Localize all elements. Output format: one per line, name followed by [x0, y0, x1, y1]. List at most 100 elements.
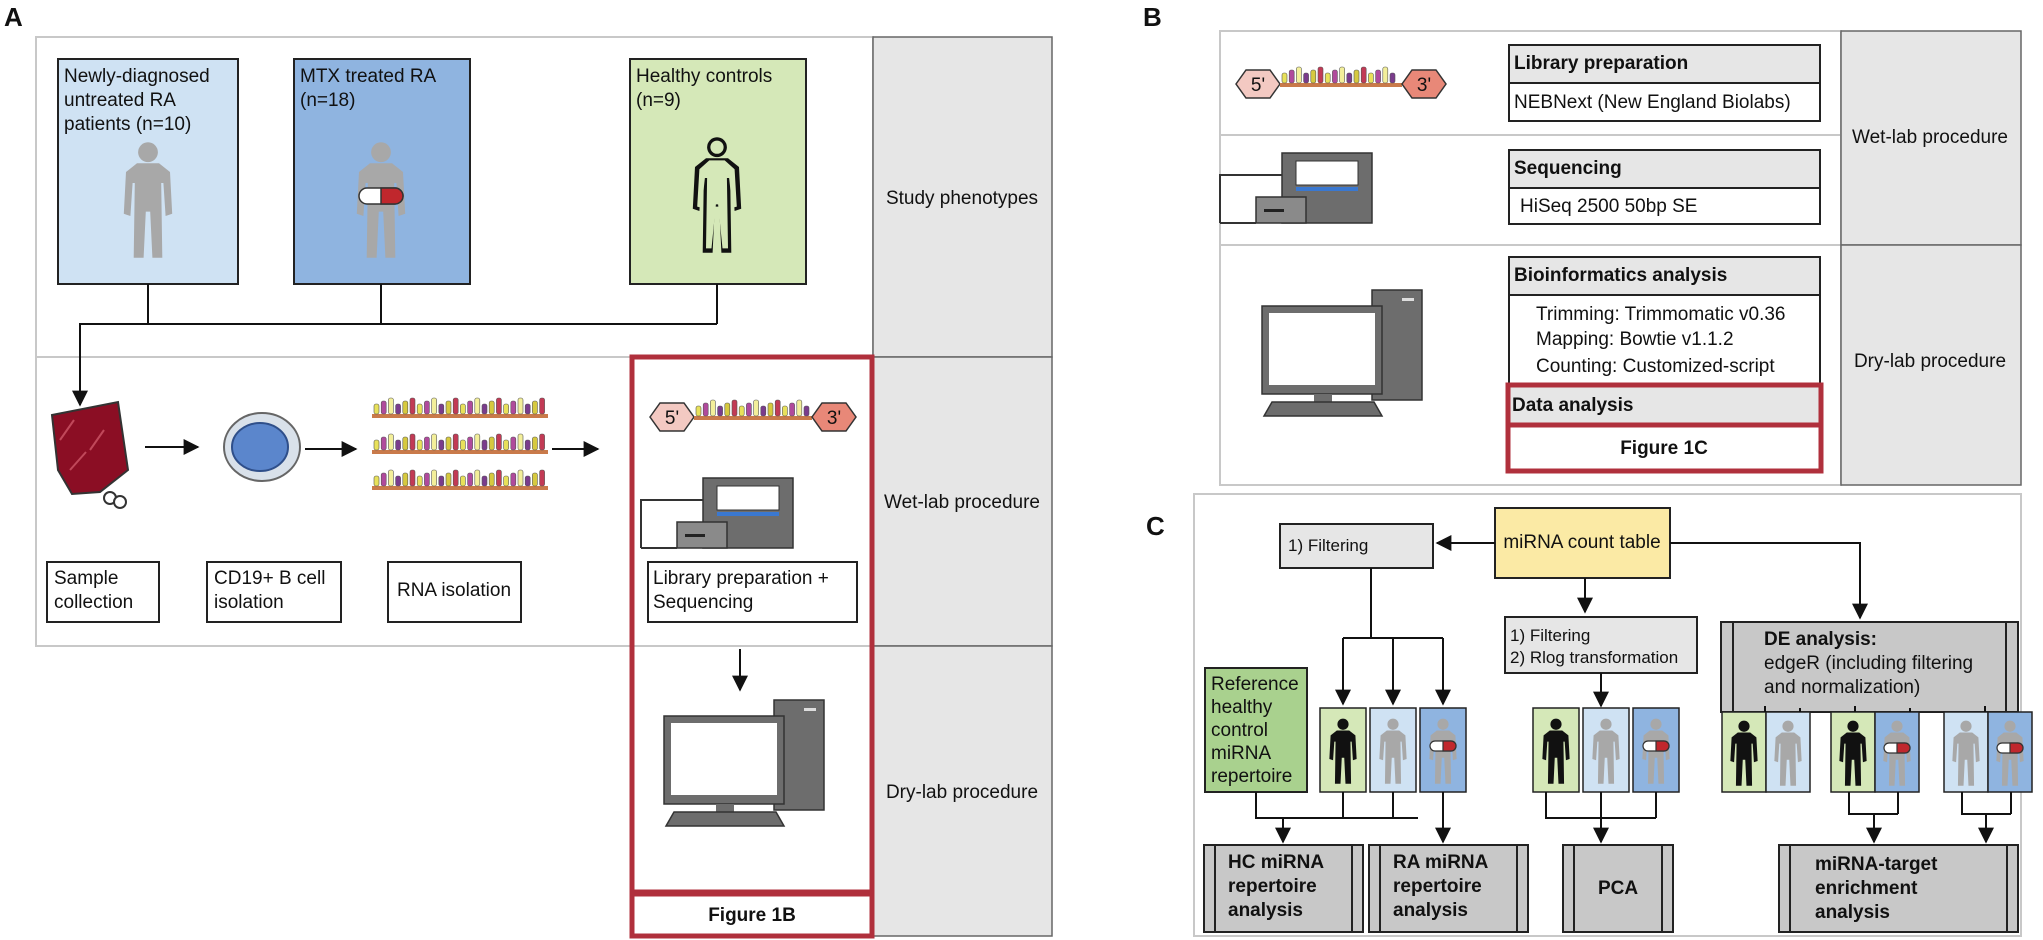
b-row-dry-text: Dry-lab procedure	[1854, 351, 2006, 372]
nucleotide	[373, 475, 380, 487]
nucleotide	[760, 405, 767, 417]
adapter-5-a: 5'	[665, 408, 679, 429]
nucleotide	[438, 403, 445, 415]
nucleotide	[409, 469, 416, 487]
adapter-3-b: 3'	[1417, 75, 1431, 96]
rna-backbone	[694, 416, 812, 420]
pill-icon	[1642, 740, 1670, 752]
nucleotide	[1346, 72, 1353, 84]
figure-1b-label-box[interactable]	[629, 891, 875, 939]
nucleotide	[731, 399, 738, 417]
ra-repertoire-box: RA miRNA repertoire analysis	[1368, 844, 1529, 933]
bioinfo-line3: Counting: Customized-script	[1536, 356, 1775, 377]
nucleotide	[1296, 66, 1302, 84]
nucleotide	[503, 403, 509, 415]
nucleotide	[738, 405, 745, 417]
mtx-line1: MTX treated RA	[300, 66, 437, 87]
nucleotide	[445, 436, 452, 451]
nucleotide	[460, 403, 466, 415]
filter2-line2: 2) Rlog transformation	[1510, 648, 1678, 667]
panel-c-label: C	[1146, 511, 1165, 541]
rna-backbone	[372, 414, 548, 418]
data-analysis-box[interactable]: Data analysis Figure 1C	[1505, 382, 1824, 474]
nucleotide	[510, 472, 517, 487]
nucleotide	[1324, 72, 1331, 84]
nucleotide	[539, 397, 545, 415]
adapter-5-b: 5'	[1251, 75, 1265, 96]
ra-line3: analysis	[1393, 900, 1468, 921]
nucleotide	[438, 439, 445, 451]
pca-label: PCA	[1598, 878, 1638, 899]
figure-1c-label: Figure 1C	[1620, 438, 1708, 459]
nucleotide	[481, 439, 488, 451]
bioinfo-line1: Trimming: Trimmomatic v0.36	[1536, 304, 1786, 325]
nucleotide	[488, 436, 495, 451]
nucleotide	[380, 436, 387, 451]
nucleotide	[503, 439, 509, 451]
pca-box: PCA	[1562, 844, 1674, 933]
filter2-box: 1) Filtering 2) Rlog transformation	[1504, 616, 1698, 674]
de-line1: edgeR (including filtering	[1764, 653, 1973, 674]
step-bcell-isolation: CD19+ B cell isolation	[206, 561, 342, 623]
nucleotide	[402, 400, 409, 415]
nucleotide	[746, 402, 752, 417]
filter1-label: 1) Filtering	[1288, 536, 1368, 555]
nucleotide	[702, 402, 709, 417]
nucleotide	[1389, 72, 1396, 84]
computer-icon	[663, 699, 825, 827]
nucleotide	[1332, 69, 1338, 84]
nucleotide	[796, 399, 803, 417]
library-kit: NEBNext (New England Biolabs)	[1514, 92, 1791, 113]
nucleotide	[373, 439, 380, 451]
nucleotide	[402, 436, 409, 451]
nucleotide	[452, 433, 459, 451]
adapter-3-a: 3'	[827, 408, 841, 429]
sample-line1: Sample	[54, 568, 118, 589]
arrow-to-target-2	[1961, 792, 2012, 842]
nucleotide	[424, 400, 430, 415]
hc-line3: analysis	[1228, 900, 1303, 921]
nucleotide	[1317, 66, 1324, 84]
group-untreated-ra: Newly-diagnosed untreated RA patients (n…	[57, 58, 239, 285]
nucleotide	[539, 469, 545, 487]
nucleotide	[488, 472, 495, 487]
connector-groups-to-sample	[80, 284, 718, 405]
panel-a-label: A	[4, 2, 23, 32]
nucleotide	[424, 472, 430, 487]
target-line3: analysis	[1815, 902, 1890, 923]
ra-line2: repertoire	[1393, 876, 1482, 897]
mtx-line2: (n=18)	[300, 90, 355, 111]
untreated-line1: Newly-diagnosed	[64, 66, 210, 87]
nucleotide	[517, 397, 524, 415]
row-dry-text: Dry-lab procedure	[886, 782, 1038, 803]
nucleotide	[388, 397, 394, 415]
nucleotide	[1310, 69, 1317, 84]
nucleotide	[1339, 66, 1345, 84]
step-sample-collection: Sample collection	[46, 561, 160, 623]
count-table-box: miRNA count table	[1494, 507, 1671, 579]
de-analysis-box: DE analysis: edgeR (including filtering …	[1720, 621, 2019, 713]
nucleotide	[395, 439, 401, 451]
pill-icon	[358, 187, 404, 205]
nucleotide	[539, 433, 545, 451]
healthy-line2: (n=9)	[636, 90, 681, 111]
data-analysis-title: Data analysis	[1512, 395, 1633, 416]
nucleotide	[467, 472, 473, 487]
de-line2: and normalization)	[1764, 677, 1920, 698]
step-rna-isolation: RNA isolation	[387, 561, 522, 623]
target-line1: miRNA-target	[1815, 854, 1938, 875]
nucleotide	[532, 436, 538, 451]
b-row-label-wet	[1840, 30, 2022, 246]
untreated-line2: untreated RA	[64, 90, 176, 111]
nucleotide	[496, 397, 502, 415]
rna-strands-icon[interactable]	[372, 397, 548, 490]
nucleotide	[431, 397, 437, 415]
nucleotide	[380, 400, 387, 415]
nucleotide	[481, 475, 488, 487]
filter2-line1: 1) Filtering	[1510, 626, 1590, 645]
reference-line3: control	[1211, 720, 1268, 741]
nucleotide	[1375, 69, 1381, 84]
figure-1b-label: Figure 1B	[708, 905, 796, 926]
seq-title: Sequencing	[1514, 158, 1622, 179]
